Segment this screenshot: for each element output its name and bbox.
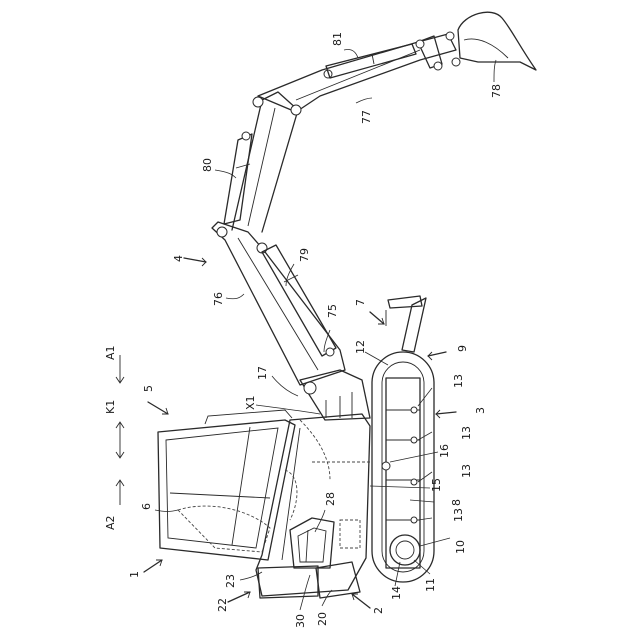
label-23: 23 — [224, 574, 237, 588]
label-79: 79 — [298, 248, 311, 262]
reference-labels: 81 80 77 78 4 79 76 7 75 12 9 A1 17 13 5… — [104, 32, 503, 628]
label-8: 8 — [450, 499, 463, 506]
crawler-track — [372, 352, 434, 582]
label-14: 14 — [390, 586, 403, 600]
label-16: 16 — [438, 444, 451, 458]
label-9: 9 — [456, 345, 469, 352]
label-7: 7 — [354, 299, 367, 306]
label-K1: K1 — [104, 400, 117, 414]
label-12: 12 — [354, 340, 367, 354]
label-17: 17 — [256, 366, 269, 380]
label-13c: 13 — [460, 464, 473, 478]
label-3: 3 — [474, 407, 487, 414]
label-13d: 13 — [452, 508, 465, 522]
boom — [212, 92, 345, 385]
label-76: 76 — [212, 292, 225, 306]
label-20: 20 — [316, 612, 329, 626]
cab — [158, 410, 295, 560]
label-80: 80 — [201, 158, 214, 172]
label-10: 10 — [454, 540, 467, 554]
label-81: 81 — [331, 32, 344, 46]
label-78: 78 — [490, 84, 503, 98]
label-15: 15 — [430, 478, 443, 492]
label-75: 75 — [326, 304, 339, 318]
bucket — [416, 12, 536, 70]
machine-body — [178, 414, 372, 598]
label-30: 30 — [294, 614, 307, 628]
arrows — [116, 258, 456, 608]
dozer-blade — [388, 296, 426, 352]
label-A1: A1 — [104, 345, 117, 360]
label-28: 28 — [324, 492, 337, 506]
bucket-cylinder — [326, 44, 416, 78]
label-11: 11 — [424, 578, 437, 592]
label-X1: X1 — [244, 395, 257, 410]
label-5: 5 — [142, 385, 155, 392]
label-1: 1 — [128, 571, 141, 578]
label-6: 6 — [140, 503, 153, 510]
label-A2: A2 — [104, 515, 117, 530]
label-13b: 13 — [460, 426, 473, 440]
label-2: 2 — [372, 607, 385, 614]
label-13a: 13 — [452, 374, 465, 388]
arm-cylinder — [224, 132, 252, 224]
label-22: 22 — [216, 598, 229, 612]
label-77: 77 — [360, 110, 373, 124]
label-4: 4 — [172, 255, 185, 262]
